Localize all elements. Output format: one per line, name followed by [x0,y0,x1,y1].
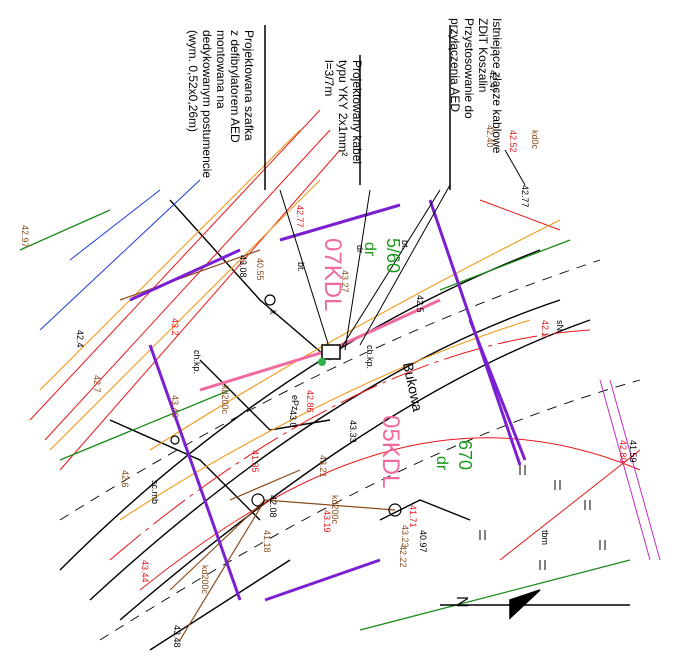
manholes [170,294,402,517]
power-lines [39,129,561,521]
parcel-id-lower: 05KDL [377,415,404,489]
parcel-use-lower: dr [433,456,450,471]
note-existing-joint: Istniejące złącze kablowe ZDiT Koszalin … [448,18,504,153]
parcel-number-upper: 5/60 [383,238,403,274]
magenta-line [599,379,661,561]
leader-lines [279,149,526,351]
aed-point [318,358,326,366]
sewer-lines [119,249,396,641]
spot-height: 41.71 [408,505,418,528]
gas-lines [29,109,641,591]
spot-height: 41.59 [628,440,638,463]
spot-height: 43.23 [400,525,410,548]
parcel-use-upper: dr [361,242,378,257]
parcel-boundary [129,199,527,602]
spot-height: 42.7 [92,375,102,393]
note-line: Istniejące złącze kablowe [490,18,504,154]
spot-height: 43.2 [170,318,180,336]
spot-height: 43.48 [172,625,182,648]
spot-height: 43.44 [140,560,150,583]
aed-cabinet [321,344,341,360]
spot-height: 42.5 [415,295,425,313]
map-label: kd0c [530,130,540,150]
spot-height: 40.97 [418,530,428,553]
note-line: Przystosowanie do [462,18,476,119]
map-label: ch.kp. [192,350,202,375]
note-line: dedykowanym postumencie [200,30,214,179]
spot-height: 42.47 [488,70,498,93]
map-label: k [268,310,278,315]
parcel-number-lower: 670 [455,440,475,471]
note-cabinet: Projektowana szafka z defibrylatorem AED… [186,30,256,178]
map-label: sN [555,320,565,331]
curb-lines [59,259,641,641]
spot-height: 41.35 [250,450,260,473]
spot-height: 42.08 [268,495,278,518]
note-line: typu YKY 2x1mm² [336,60,350,157]
map-label: bt. [400,240,410,251]
spot-height: 43.0 [288,410,298,428]
note-line: l=3/7m [322,60,336,97]
note-line: z defibrylatorem AED [228,30,242,143]
hatch-marks [479,465,606,570]
note-line: przyłączenia AED [448,18,462,113]
north-arrow [440,589,630,620]
spot-height: 40.55 [255,258,265,281]
north-label: N [453,596,470,608]
spot-height: 42.52 [508,130,518,153]
spot-height: 42.77 [520,185,530,208]
note-line: ZDiT Koszalin [476,18,490,93]
road-edges [59,199,591,651]
map-label: ch.kp. [365,345,375,370]
spot-height: 43.46 [170,395,180,418]
spot-height: 42.86 [305,390,315,413]
spot-height: 42.2 [540,320,550,338]
spot-height: 42.22 [398,545,408,568]
map-label: sc.mb [150,480,160,505]
water-lines [39,179,201,331]
spot-height: 43.33 [348,420,358,443]
map-label: kd200c [220,385,230,415]
map-label: bt. [296,262,306,273]
map-label: kd200c [200,565,210,595]
spot-height: 42.4 [75,330,85,348]
spot-height: 42.97 [20,225,30,248]
telecom-lines [19,209,631,631]
note-line: (wym. 0,52x0,26m) [186,30,200,133]
spot-height: 43.27 [340,270,350,293]
spot-height: 42.6 [120,470,130,488]
map-label: tbm [540,530,550,546]
spot-height: 41.18 [262,530,272,553]
note-line: Projektowana szafka [242,30,256,141]
note-line: montowana na [214,30,228,109]
spot-height: 42.80 [618,440,628,463]
spot-height: 43.21 [318,455,328,478]
map-label: ePz [290,395,300,411]
map-label: dr [355,245,365,254]
spot-height: 42.77 [295,205,305,228]
spot-height: 43.19 [322,510,332,533]
map-label: kd200c [330,495,340,525]
parcel-id-upper: 07KDL [319,238,346,312]
note-cable: Projektowany kabel typu YKY 2x1mm² l=3/7… [322,60,364,164]
note-line: Projektowany kabel [350,60,364,165]
spot-height: 42.40 [485,125,495,148]
spot-height: 43.08 [238,255,248,278]
note-bars [264,25,451,190]
